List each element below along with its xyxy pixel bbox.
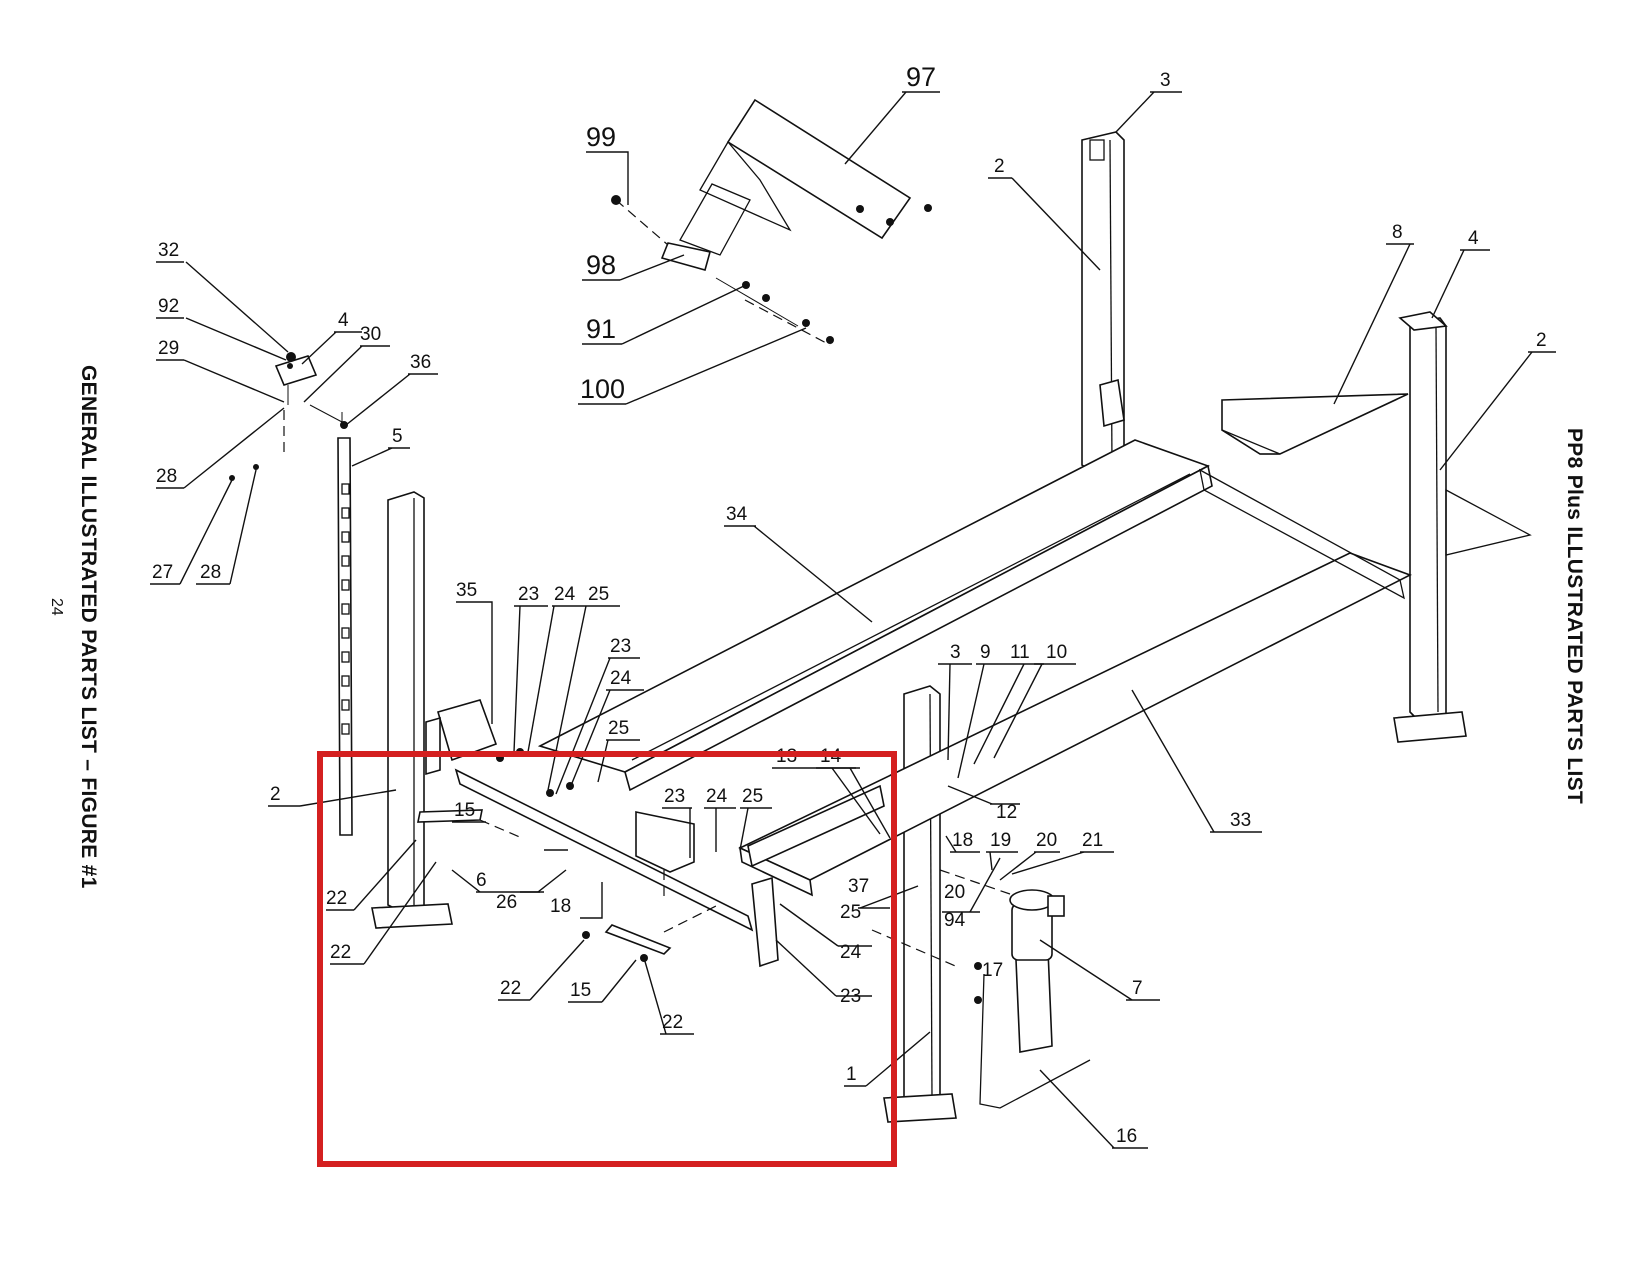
callout-18-left: 18 (550, 896, 571, 917)
leader-lines (150, 91, 1556, 1149)
callout-25-plate: 25 (742, 786, 763, 807)
callout-23-plate: 23 (664, 786, 685, 807)
runway-left (537, 439, 1213, 792)
callout-18-right: 18 (952, 830, 973, 851)
callout-3-front: 3 (950, 642, 961, 663)
callout-27: 27 (152, 562, 173, 583)
callout-28-lower: 28 (200, 562, 221, 583)
callout-24-plate: 24 (706, 786, 728, 807)
slider-block-left (425, 716, 441, 776)
callout-24-mid: 24 (610, 668, 632, 689)
callout-17: 17 (982, 960, 1003, 981)
bracket-15-upper (417, 809, 523, 839)
callout-16: 16 (1116, 1126, 1137, 1147)
callout-30: 30 (360, 324, 381, 345)
callout-23-top: 23 (518, 584, 539, 605)
callout-23-lower: 23 (840, 986, 861, 1007)
callout-1: 1 (846, 1064, 857, 1085)
cylinder-14 (747, 784, 885, 868)
drive-on-ramp (1221, 393, 1409, 455)
callout-7: 7 (1132, 978, 1143, 999)
callout-4-rear: 4 (1468, 228, 1479, 249)
callout-35: 35 (456, 580, 477, 601)
callout-23-mid: 23 (610, 636, 631, 657)
callout-2-rear-right: 2 (1536, 330, 1547, 351)
column-rear-left (1081, 131, 1125, 471)
callout-24-lower: 24 (840, 942, 862, 963)
callout-29: 29 (158, 338, 179, 359)
callout-97: 97 (906, 62, 936, 92)
callout-26: 26 (496, 892, 517, 913)
callout-99: 99 (586, 122, 616, 152)
callout-34: 34 (726, 504, 748, 525)
callout-2-rear-left: 2 (994, 156, 1005, 177)
callout-94: 94 (944, 910, 966, 931)
callout-37: 37 (848, 876, 869, 897)
callout-33: 33 (1230, 810, 1251, 831)
rear-crossbeam (1199, 468, 1405, 600)
callout-4-front: 4 (338, 310, 349, 331)
callout-22-bottom-left: 22 (500, 978, 521, 999)
callout-21: 21 (1082, 830, 1103, 851)
callout-12: 12 (996, 802, 1017, 823)
callout-22-lower-left: 22 (330, 942, 351, 963)
callout-8: 8 (1392, 222, 1403, 243)
callout-15-upper: 15 (454, 800, 475, 821)
callout-32: 32 (158, 240, 179, 261)
callout-25-lower: 25 (840, 902, 861, 923)
callout-22-bottom: 22 (662, 1012, 683, 1033)
callout-labels: 97 99 98 91 100 3 2 8 4 2 32 92 4 30 29 … (152, 62, 1547, 1147)
figure-title-left: GENERAL ILLUSTRATED PARTS LIST – FIGURE … (77, 365, 100, 889)
hose-dashed (871, 869, 1011, 969)
callout-19: 19 (990, 830, 1011, 851)
callout-11: 11 (1010, 642, 1030, 663)
callout-10: 10 (1046, 642, 1067, 663)
callout-15-lower: 15 (570, 980, 591, 1001)
callout-92: 92 (158, 296, 179, 317)
ramp-rear-right (1445, 488, 1532, 556)
callout-9: 9 (980, 642, 991, 663)
callout-100: 100 (580, 374, 625, 404)
cover-assembly-inset (611, 98, 932, 346)
callout-25-mid: 25 (608, 718, 629, 739)
safety-ladder (337, 437, 353, 836)
callout-3-rear: 3 (1160, 70, 1171, 91)
callout-36: 36 (410, 352, 431, 373)
highlight-box (317, 751, 897, 1167)
callout-91: 91 (586, 314, 616, 344)
cover-plate-23 (635, 811, 695, 900)
column-front-left (371, 491, 453, 929)
runway-right (738, 552, 1412, 897)
callout-2-front: 2 (270, 784, 281, 805)
callout-6: 6 (476, 870, 487, 891)
figure-title-right: PP8 Plus ILLUSTRATED PARTS LIST (1563, 428, 1586, 804)
callout-20-lower: 20 (944, 882, 965, 903)
page-number: 24 (48, 598, 65, 616)
power-unit (974, 889, 1091, 1109)
callout-28-upper: 28 (156, 466, 177, 487)
bracket-15-lower (582, 904, 719, 962)
callout-22-upper-left: 22 (326, 888, 347, 909)
callout-5: 5 (392, 426, 403, 447)
callout-24-top: 24 (554, 584, 576, 605)
callout-25-top: 25 (588, 584, 609, 605)
top-plate-assembly (229, 352, 348, 481)
callout-98: 98 (586, 250, 616, 280)
callout-20-upper: 20 (1036, 830, 1057, 851)
column-rear-right (1393, 311, 1467, 743)
